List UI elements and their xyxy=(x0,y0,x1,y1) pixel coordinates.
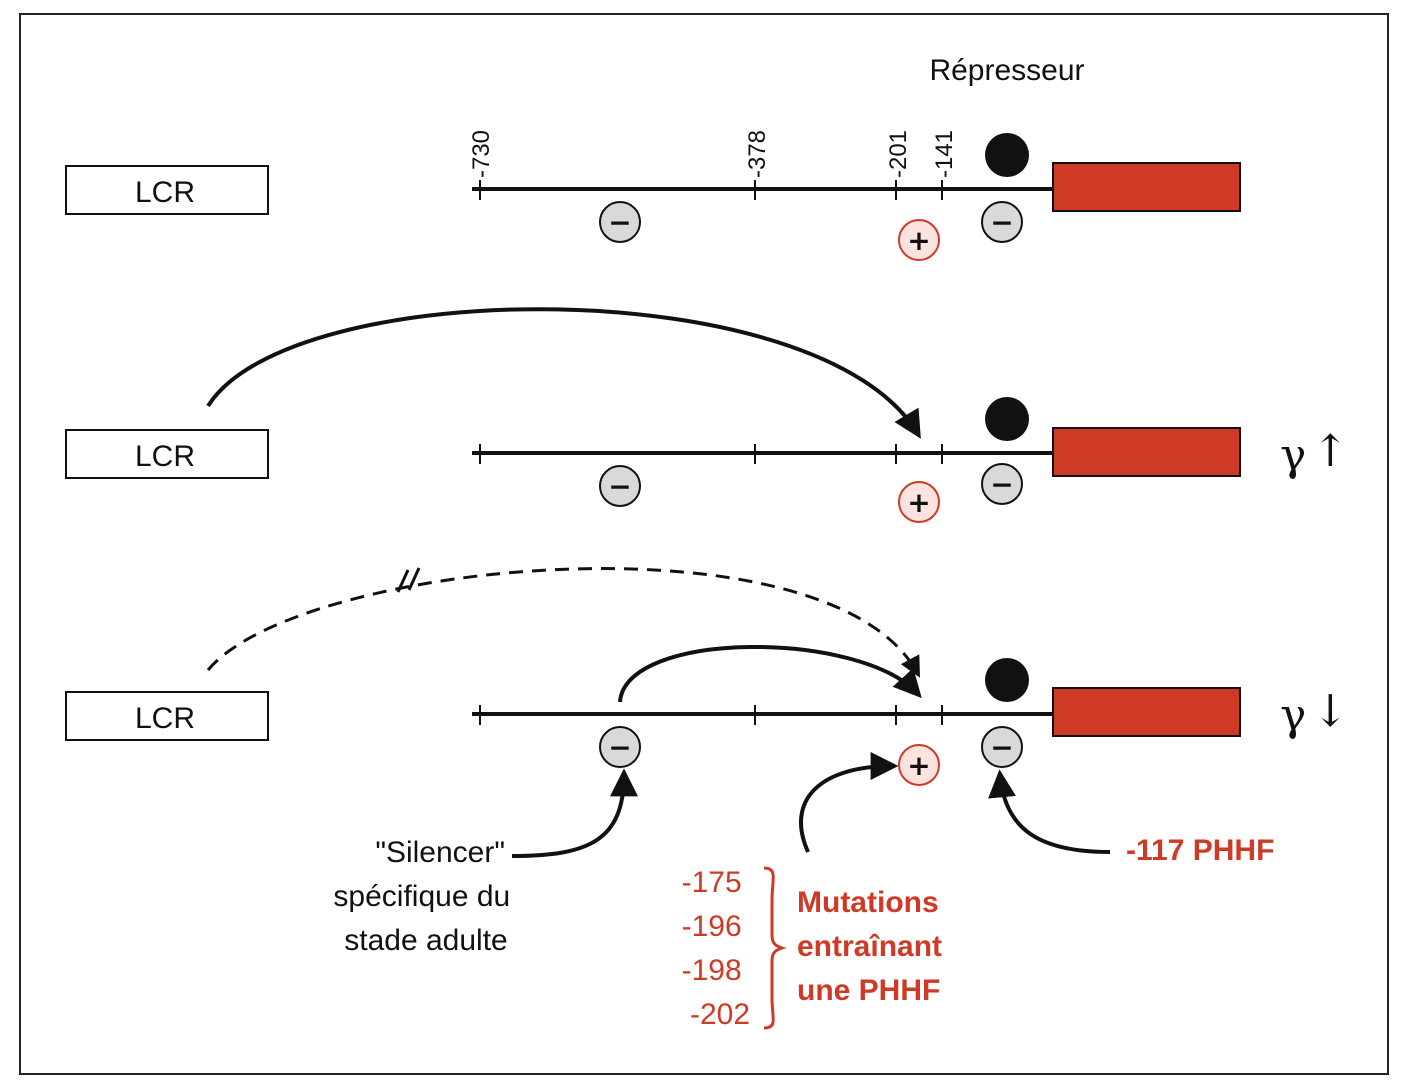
arrow-down-icon: ↓ xyxy=(1312,686,1349,737)
gamma-symbol: γ xyxy=(1280,430,1306,481)
repressor-dot xyxy=(985,397,1029,441)
svg-text:−: − xyxy=(608,731,631,764)
silencer-pointer-arrow xyxy=(511,768,638,858)
enhancer-plus-icon: + xyxy=(898,481,940,523)
mutations-label-line-1: Mutations xyxy=(797,886,939,919)
row-1-basal-state: LCR Répresseur -730 -378 -201 -141 − + − xyxy=(65,54,1241,261)
enhancer-plus-icon: + xyxy=(898,744,940,786)
silencer-label-line-3: stade adulte xyxy=(344,924,507,957)
mutation-position: -175 xyxy=(682,866,742,899)
arrow-up-icon: ↑ xyxy=(1312,426,1349,477)
mutation-position: -196 xyxy=(682,910,742,943)
svg-text:−: − xyxy=(608,206,631,239)
repressor-minus-icon: − xyxy=(981,463,1023,505)
blocked-lcr-arrow xyxy=(206,567,920,678)
silencer-minus-icon: − xyxy=(599,726,641,768)
mutation-position: -198 xyxy=(682,954,742,987)
gene-box xyxy=(1052,427,1241,477)
position-label-378: -378 xyxy=(744,130,771,178)
repressor-label: Répresseur xyxy=(929,54,1084,87)
svg-text:−: − xyxy=(990,731,1013,764)
position-label-201: -201 xyxy=(885,130,912,178)
mutation-brace xyxy=(763,866,787,1030)
lcr-box xyxy=(65,429,269,479)
silencer-label-line-2: spécifique du xyxy=(333,880,510,913)
svg-text:−: − xyxy=(990,206,1013,239)
repressor-dot xyxy=(985,658,1029,702)
repressor-dot xyxy=(985,133,1029,177)
silencer-minus-icon: − xyxy=(599,465,641,507)
phhf117-label: -117 PHHF xyxy=(1126,834,1274,867)
position-label-730: -730 xyxy=(468,130,495,178)
svg-text:+: + xyxy=(907,749,930,782)
row-3-gamma-down: LCR − + − γ ↓ xyxy=(65,567,1349,1031)
lcr-box xyxy=(65,165,269,215)
lcr-activation-arrow xyxy=(206,307,921,439)
lcr-label: LCR xyxy=(135,702,195,735)
svg-text:−: − xyxy=(608,470,631,503)
mutation-positions: -175 -196 -198 -202 xyxy=(682,866,750,1031)
silencer-label: "Silencer" xyxy=(375,836,505,869)
silencer-minus-icon: − xyxy=(599,201,641,243)
repressor-minus-icon: − xyxy=(981,201,1023,243)
enhancer-plus-icon: + xyxy=(898,219,940,261)
svg-text:+: + xyxy=(907,224,930,257)
svg-text:+: + xyxy=(907,486,930,519)
row-2-gamma-up: LCR − + − γ ↑ xyxy=(65,307,1349,523)
lcr-label: LCR xyxy=(135,440,195,473)
block-mark-icon xyxy=(396,567,421,593)
mutations-pointer-arrow xyxy=(799,752,899,853)
mutation-position: -202 xyxy=(690,998,750,1031)
gamma-symbol: γ xyxy=(1280,690,1306,741)
lcr-box xyxy=(65,691,269,741)
lcr-label: LCR xyxy=(135,176,195,209)
gene-box xyxy=(1052,162,1241,212)
silencer-label-line-1: "Silencer" xyxy=(375,836,505,869)
mutations-label-line-2: entraînant xyxy=(797,930,942,963)
repressor-minus-icon: − xyxy=(981,726,1023,768)
mutations-label-line-3: une PHHF xyxy=(797,974,940,1007)
gene-box xyxy=(1052,687,1241,737)
silencer-to-enhancer-arrow xyxy=(618,645,922,703)
phhf117-pointer-arrow xyxy=(988,769,1111,854)
svg-text:−: − xyxy=(990,468,1013,501)
mutations-label: Mutations entraînant une PHHF xyxy=(797,886,950,1007)
position-label-141: -141 xyxy=(931,130,958,178)
silencer-label-rest: spécifique du stade adulte xyxy=(333,880,518,957)
figure-frame xyxy=(19,13,1389,1075)
